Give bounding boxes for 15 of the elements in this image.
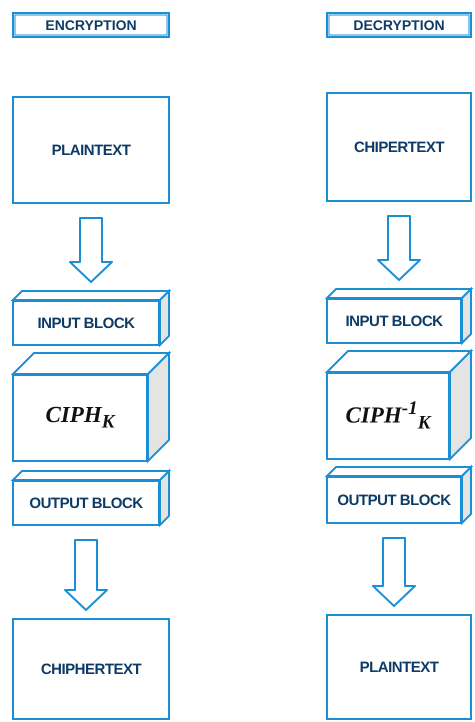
- block-label: CHIPERTEXT: [354, 138, 444, 156]
- block-label: OUTPUT BLOCK: [29, 494, 143, 512]
- block-label: PLAINTEXT: [360, 658, 438, 676]
- section-heading: ENCRYPTION: [45, 17, 137, 33]
- block-arrow: [377, 215, 421, 281]
- block-label: OUTPUT BLOCK: [337, 492, 451, 508]
- section-heading: DECRYPTION: [353, 17, 445, 33]
- block-arrow: [64, 539, 108, 611]
- block-label: CHIPHERTEXT: [40, 660, 142, 678]
- cipher-label: CIPH$_{K}$: [45, 402, 114, 434]
- block-label: INPUT BLOCK: [38, 314, 134, 332]
- block-arrow: [372, 537, 416, 607]
- block-label: PLAINTEXT: [52, 142, 130, 158]
- block-arrow: [69, 217, 113, 283]
- block-label: INPUT BLOCK: [346, 312, 442, 330]
